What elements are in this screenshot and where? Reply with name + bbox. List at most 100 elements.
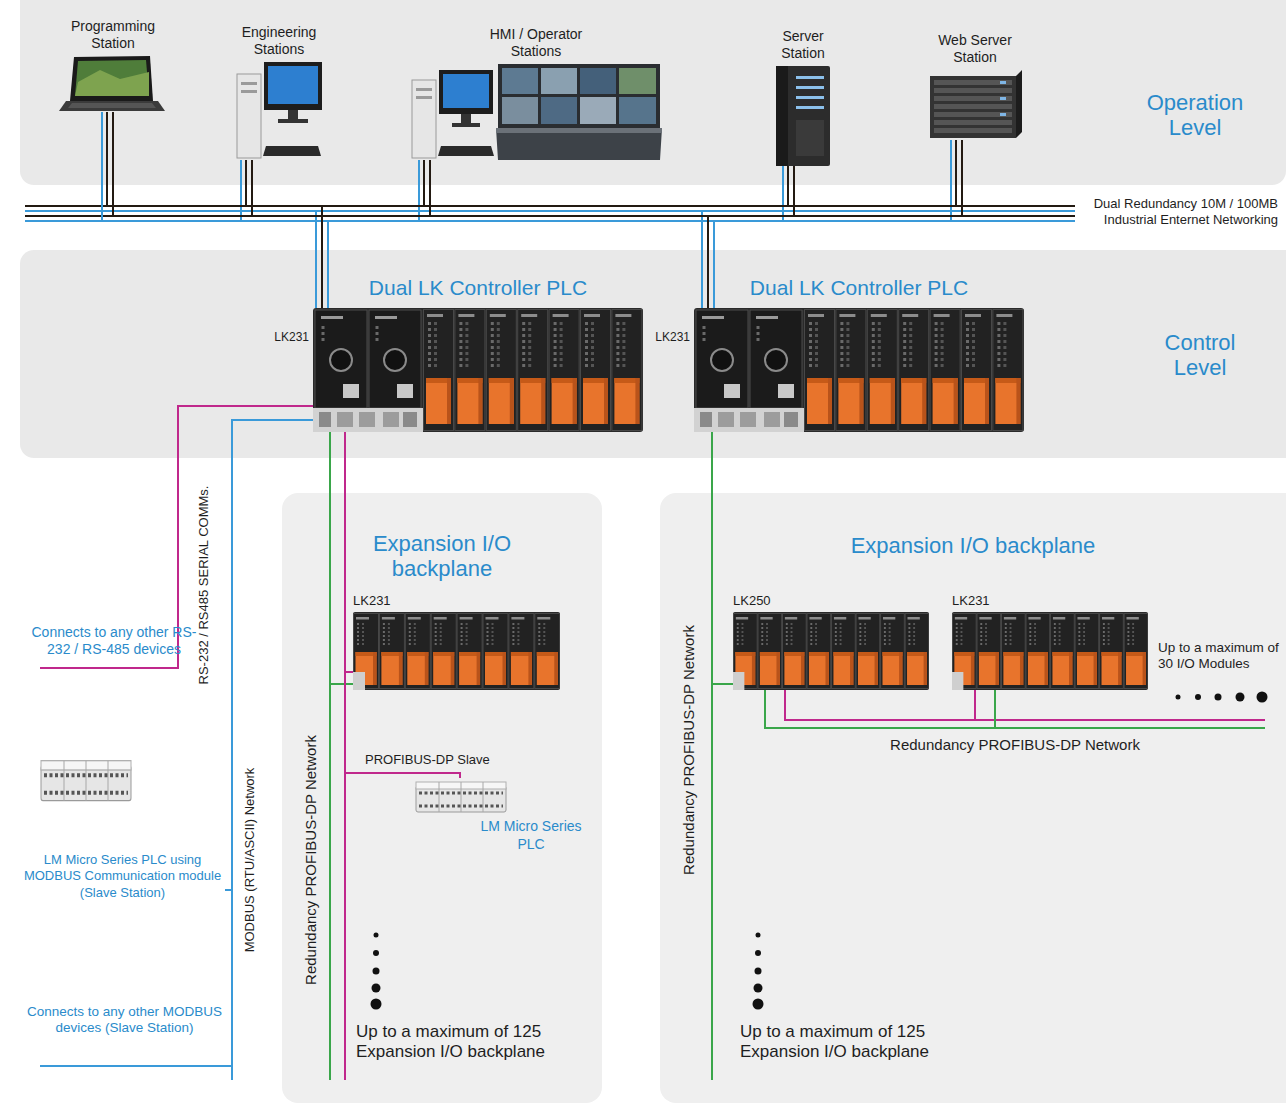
fieldbus-wires — [765, 690, 1265, 728]
server-icon — [796, 120, 824, 156]
network-connector — [330, 432, 353, 684]
ethernet-bus — [25, 210, 1075, 212]
ethernet-bus — [240, 160, 242, 221]
capacity-note: Up to a maximum of 125 Expansion I/O bac… — [356, 1022, 571, 1063]
hmi-icon — [541, 68, 577, 94]
hmi-icon — [580, 97, 616, 124]
level-band: Control Level Dual LK Controller PLC LK231… — [20, 250, 1286, 458]
station-label: Programming Station — [63, 18, 163, 52]
ethernet-bus — [25, 220, 1075, 222]
fieldbus-wires — [40, 406, 1265, 1080]
hmi-icon — [498, 64, 660, 128]
hmi-icon — [412, 80, 436, 158]
network-connector — [712, 432, 733, 684]
station-label: Engineering Stations — [229, 24, 329, 58]
level-title: Operation Level — [1130, 90, 1260, 141]
device-drawings — [353, 612, 560, 690]
level-title: Control Level — [1140, 330, 1260, 381]
ethernet-bus — [101, 112, 103, 221]
continuation-dots — [1257, 692, 1268, 703]
device-drawings — [41, 308, 1148, 812]
rack-server-icon — [930, 76, 1016, 138]
ethernet-bus — [25, 112, 1075, 308]
model-number: LK231 — [274, 330, 309, 344]
rack-server-icon — [934, 104, 1012, 109]
continuation-dots — [1176, 695, 1181, 700]
laptop-icon — [75, 70, 149, 96]
continuation-dots — [1236, 693, 1245, 702]
device-note: Connects to any other RS-232 / RS-485 de… — [25, 624, 203, 658]
continuation-dots — [1195, 694, 1201, 700]
ethernet-bus — [713, 221, 715, 308]
network-connector — [113, 112, 708, 308]
continuation-dots — [754, 984, 763, 993]
network-connector — [785, 690, 975, 720]
model-number: LK231 — [353, 593, 391, 609]
hmi-icon — [416, 96, 432, 99]
network-connector — [246, 160, 322, 308]
rack-server-icon — [1000, 81, 1006, 84]
continuation-dots — [373, 968, 380, 975]
ethernet-bus — [782, 166, 784, 221]
rack-server-icon — [930, 70, 1022, 138]
bus-name: Redundancy PROFIBUS-DP Network — [302, 735, 320, 985]
network-connector — [708, 166, 794, 308]
model-number: LK231 — [655, 330, 690, 344]
device-drawings — [416, 782, 506, 812]
device-drawings — [694, 308, 1024, 432]
rack-server-icon — [1000, 113, 1006, 116]
fieldbus-wires — [345, 671, 353, 673]
workstation-icon — [263, 146, 321, 156]
device-drawings — [952, 612, 1148, 690]
workstation-icon — [268, 66, 318, 104]
laptop-icon — [59, 56, 165, 111]
fieldbus-wires — [994, 690, 996, 728]
capacity-note: Up to a maximum of 125 Expansion I/O bac… — [740, 1022, 955, 1063]
device-drawings — [733, 612, 929, 690]
workstation-icon — [237, 62, 322, 158]
hmi-icon — [439, 70, 493, 114]
fieldbus-wires — [232, 420, 313, 1080]
bus-name: RS-232 / RS485 SERIAL COMMs. — [196, 486, 212, 685]
network-connector — [345, 432, 460, 778]
ethernet-bus — [701, 211, 703, 308]
device-drawings — [41, 761, 131, 801]
connector-label: PROFIBUS-DP Slave — [365, 752, 490, 768]
network-connector — [322, 140, 956, 308]
ethernet-bus — [327, 221, 329, 308]
panel-title: Expansion I/O backplane — [763, 533, 1183, 558]
workstation-icon — [241, 82, 257, 85]
bus-name: Redundancy PROFIBUS-DP Network — [680, 625, 698, 875]
model-number: LK231 — [952, 593, 990, 609]
network-connector — [107, 112, 322, 308]
hmi-icon — [452, 123, 480, 127]
model-number: LK250 — [733, 593, 771, 609]
rack-server-icon — [934, 120, 1012, 125]
rack-server-icon — [930, 70, 1022, 138]
rack-server-icon — [934, 88, 1012, 93]
hmi-icon — [443, 74, 489, 108]
rack-server-icon — [1000, 97, 1006, 100]
server-icon — [776, 66, 830, 166]
capacity-note: Up to a maximum of 30 I/O Modules — [1158, 640, 1282, 672]
server-icon — [796, 76, 824, 79]
server-icon — [796, 106, 824, 109]
continuation-dots — [755, 950, 761, 956]
continuation-dots — [373, 950, 379, 956]
rack-server-icon — [934, 128, 1012, 133]
controller-title: Dual LK Controller PLC — [750, 275, 968, 300]
rack-server-icon — [934, 112, 1012, 117]
continuation-dots — [753, 999, 764, 1010]
ethernet-bus — [950, 140, 952, 221]
continuation-dots — [372, 984, 381, 993]
hmi-icon — [502, 97, 538, 124]
continuation-dots — [756, 933, 761, 938]
hmi-icon — [541, 97, 577, 124]
server-icon — [796, 96, 824, 99]
network-connector — [322, 160, 424, 308]
network-connector — [225, 420, 313, 890]
connector-label: Redundancy PROFIBUS-DP Network — [890, 736, 1140, 754]
workstation-icon — [264, 62, 322, 110]
